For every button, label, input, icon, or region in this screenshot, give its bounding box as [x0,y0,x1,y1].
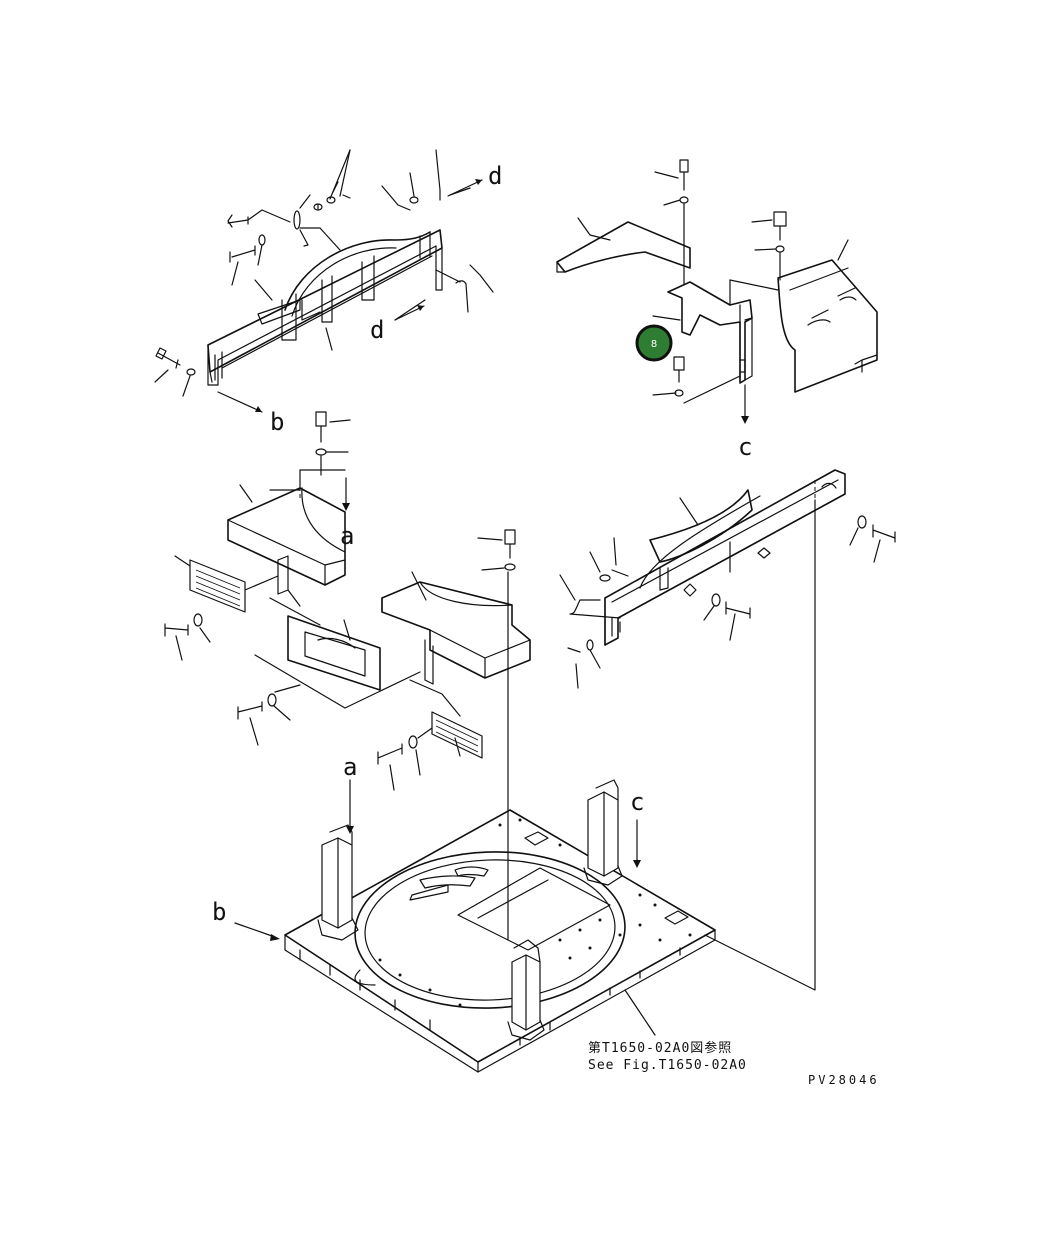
middle-center-duct-assembly [377,529,531,941]
top-left-frame-assembly [154,149,494,413]
ref-label-c-top: c [738,433,752,461]
top-right-bracket-assembly [556,159,878,424]
ref-label-a-top: a [340,522,354,550]
ref-label-b-bottom: b [212,898,226,926]
middle-right-frame-assembly [559,469,896,991]
middle-left-duct-assembly [164,411,421,746]
ref-label-c-bottom: c [630,788,644,816]
reference-note-jp: 第T1650-02A0図参照 [588,1040,732,1056]
callout-number: 8 [651,339,657,350]
base-frame-assembly [234,779,716,1073]
ref-label-a-bottom: a [343,753,357,781]
drawing-code: PV28046 [808,1073,880,1087]
ref-label-d-mid: d [370,316,384,344]
callout-circle[interactable] [635,324,673,362]
callout-marker[interactable]: 8 [635,324,673,362]
reference-note-en: See Fig.T1650-02A0 [588,1058,747,1073]
ref-label-d-top: d [488,162,502,190]
ref-label-b-top: b [270,408,284,436]
